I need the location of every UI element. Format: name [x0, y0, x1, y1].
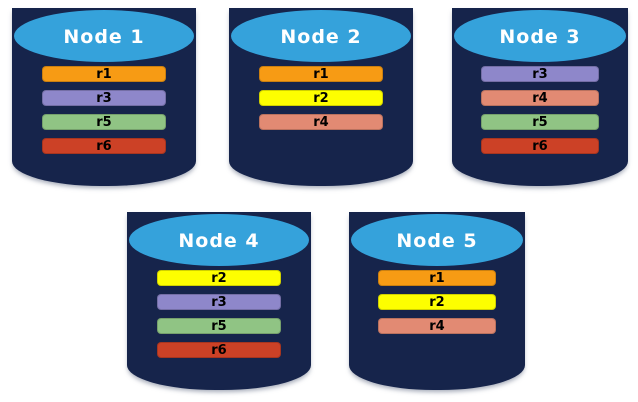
database-node-3[interactable]: Node 3 r3 r4 r5 r6: [452, 8, 628, 186]
replica-bar-r4[interactable]: r4: [259, 114, 383, 130]
node-label: Node 4: [178, 230, 260, 252]
replica-bar-r3[interactable]: r3: [481, 66, 599, 82]
node-label: Node 5: [396, 230, 478, 252]
replica-bar-r1[interactable]: r1: [378, 270, 496, 286]
cylinder-top-icon: [452, 8, 628, 64]
replica-bar-r6[interactable]: r6: [481, 138, 599, 154]
cylinder-top-icon: [127, 212, 311, 268]
node-label: Node 2: [280, 26, 362, 48]
replica-list: r2 r3 r5 r6: [127, 270, 311, 366]
database-node-2[interactable]: Node 2 r1 r2 r4: [229, 8, 413, 186]
replica-bar-r1[interactable]: r1: [259, 66, 383, 82]
replica-bar-r2[interactable]: r2: [378, 294, 496, 310]
database-node-4[interactable]: Node 4 r2 r3 r5 r6: [127, 212, 311, 390]
replica-list: r1 r2 r4: [349, 270, 525, 342]
replica-list: r1 r2 r4: [229, 66, 413, 138]
replica-bar-r6[interactable]: r6: [157, 342, 281, 358]
replica-bar-r4[interactable]: r4: [481, 90, 599, 106]
replica-bar-r5[interactable]: r5: [481, 114, 599, 130]
database-node-5[interactable]: Node 5 r1 r2 r4: [349, 212, 525, 390]
cylinder-top-icon: [229, 8, 413, 64]
replica-bar-r4[interactable]: r4: [378, 318, 496, 334]
database-node-1[interactable]: Node 1 r1 r3 r5 r6: [12, 8, 196, 186]
node-label: Node 1: [63, 26, 145, 48]
replica-bar-r6[interactable]: r6: [42, 138, 166, 154]
node-label: Node 3: [499, 26, 581, 48]
replica-bar-r3[interactable]: r3: [42, 90, 166, 106]
cylinder-top-icon: [12, 8, 196, 64]
replica-bar-r3[interactable]: r3: [157, 294, 281, 310]
replica-list: r1 r3 r5 r6: [12, 66, 196, 162]
cylinder-top-icon: [349, 212, 525, 268]
replica-bar-r2[interactable]: r2: [157, 270, 281, 286]
replica-bar-r5[interactable]: r5: [157, 318, 281, 334]
replica-bar-r5[interactable]: r5: [42, 114, 166, 130]
replica-bar-r2[interactable]: r2: [259, 90, 383, 106]
replica-bar-r1[interactable]: r1: [42, 66, 166, 82]
replica-list: r3 r4 r5 r6: [452, 66, 628, 162]
